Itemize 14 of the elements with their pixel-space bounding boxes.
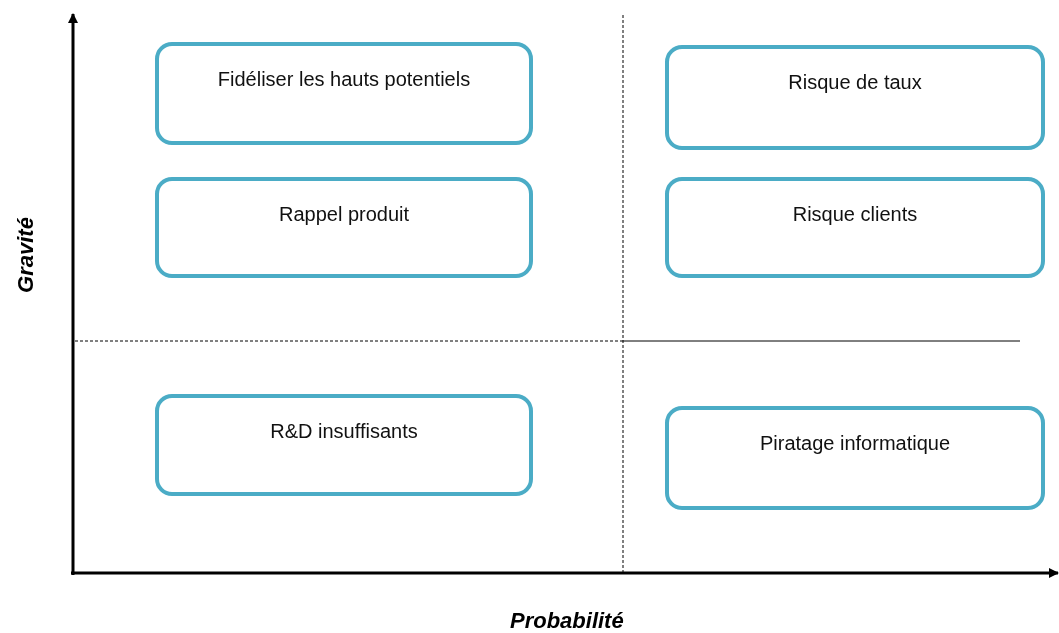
x-axis-title: Probabilité (510, 608, 624, 633)
risk-box (665, 177, 1045, 278)
risk-label: Fidéliser les hauts potentiels (216, 68, 472, 91)
risk-box (665, 406, 1045, 510)
y-axis-title: Gravité (12, 217, 39, 293)
risk-label: Rappel produit (277, 203, 411, 226)
risk-box (155, 42, 533, 145)
risk-box (155, 394, 533, 496)
risk-label: Risque clients (791, 203, 919, 226)
risk-label: Risque de taux (787, 71, 923, 94)
risk-box (155, 177, 533, 278)
risk-box (665, 45, 1045, 150)
risk-label: R&D insuffisants (269, 420, 419, 443)
risk-label: Piratage informatique (758, 432, 952, 455)
